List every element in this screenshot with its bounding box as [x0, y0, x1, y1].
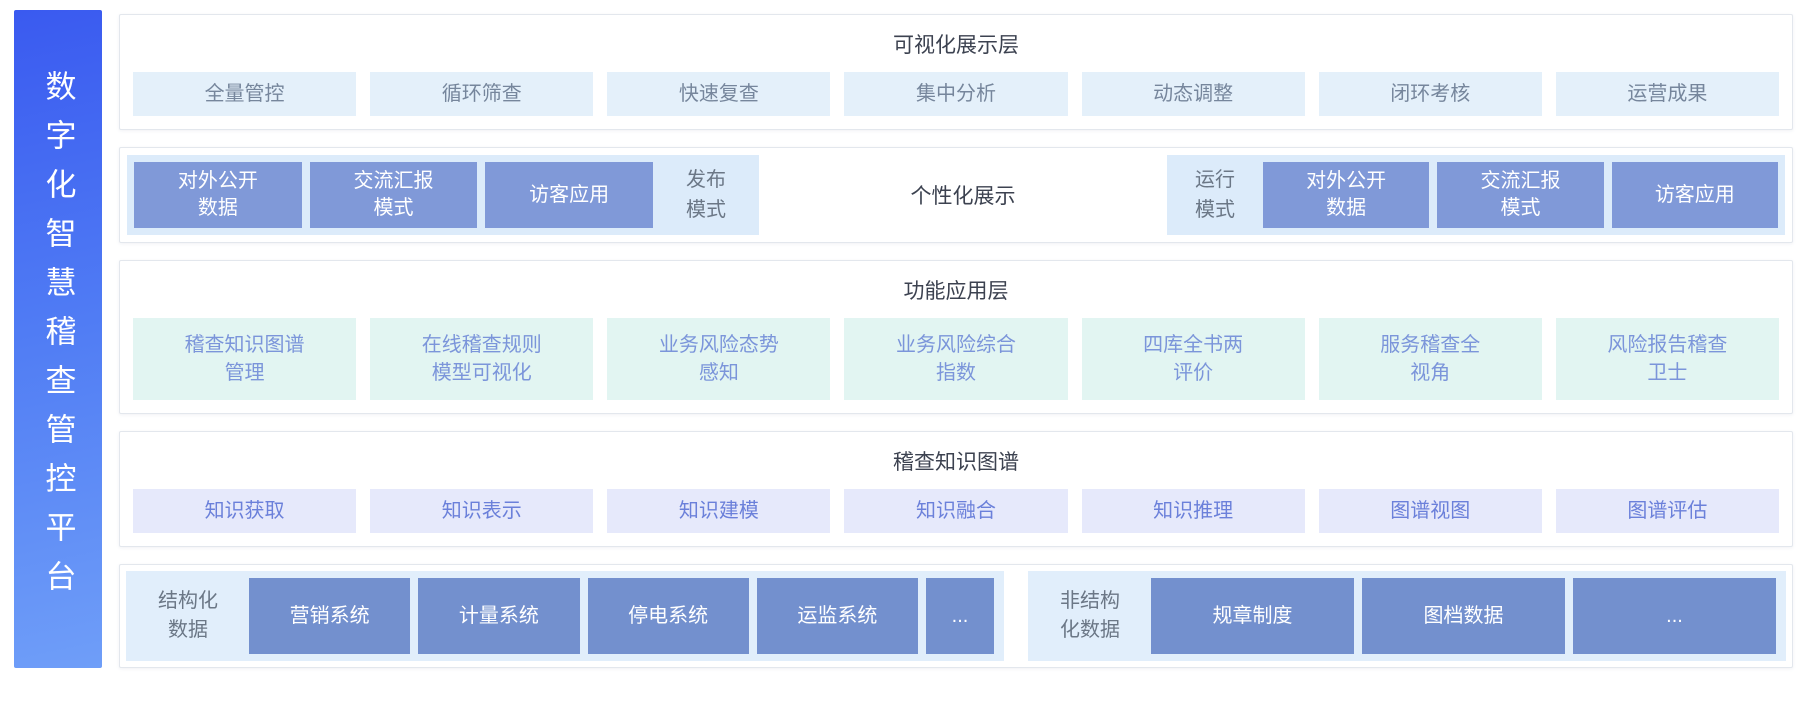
layer-function-application: 功能应用层 稽查知识图谱 管理在线稽查规则 模型可视化业务风险态势 感知业务风险… — [119, 260, 1793, 414]
structured-data-items: 营销系统计量系统停电系统运监系统... — [249, 578, 994, 654]
publish-mode-items: 对外公开 数据交流汇报 模式访客应用 — [134, 162, 654, 228]
knowledge-graph-item: 知识推理 — [1081, 489, 1305, 533]
knowledge-graph-item: 知识建模 — [607, 489, 831, 533]
function-items: 稽查知识图谱 管理在线稽查规则 模型可视化业务风险态势 感知业务风险综合 指数四… — [133, 318, 1779, 400]
platform-title-bar: 数字化智慧稽查管控平台 — [14, 10, 102, 668]
function-item: 风险报告稽查 卫士 — [1555, 318, 1779, 400]
function-item: 业务风险态势 感知 — [607, 318, 831, 400]
architecture-diagram: 数字化智慧稽查管控平台 可视化展示层 全量管控循环筛查快速复查集中分析动态调整闭… — [14, 10, 1793, 668]
unstructured-data-items: 规章制度图档数据... — [1151, 578, 1776, 654]
run-mode-label: 运行 模式 — [1195, 169, 1235, 221]
publish-mode-box: 访客应用 — [485, 162, 654, 228]
knowledge-graph-item: 知识表示 — [370, 489, 594, 533]
visualization-item: 动态调整 — [1081, 72, 1305, 116]
layer-knowledge-graph: 稽查知识图谱 知识获取知识表示知识建模知识融合知识推理图谱视图图谱评估 — [119, 431, 1793, 547]
knowledge-graph-item: 知识获取 — [133, 489, 357, 533]
run-mode-group: 运行 模式 对外公开 数据交流汇报 模式访客应用 — [1167, 155, 1785, 235]
unstructured-data-box: ... — [1573, 578, 1776, 654]
visualization-item: 运营成果 — [1555, 72, 1779, 116]
function-item: 四库全书两 评价 — [1081, 318, 1305, 400]
unstructured-data-box: 规章制度 — [1151, 578, 1354, 654]
function-item: 服务稽查全 视角 — [1318, 318, 1542, 400]
visualization-item: 闭环考核 — [1318, 72, 1542, 116]
publish-mode-box: 交流汇报 模式 — [309, 162, 478, 228]
platform-title: 数字化智慧稽查管控平台 — [40, 69, 76, 609]
run-mode-items: 对外公开 数据交流汇报 模式访客应用 — [1263, 162, 1778, 228]
publish-mode-box: 对外公开 数据 — [134, 162, 302, 228]
unstructured-data-group: 非结构 化数据 规章制度图档数据... — [1028, 571, 1786, 661]
visualization-item: 集中分析 — [844, 72, 1068, 116]
layers-column: 可视化展示层 全量管控循环筛查快速复查集中分析动态调整闭环考核运营成果 对外公开… — [119, 10, 1793, 668]
visualization-item: 循环筛查 — [370, 72, 594, 116]
structured-data-label: 结构化 数据 — [158, 590, 218, 641]
layer-visualization-title: 可视化展示层 — [893, 34, 1019, 57]
layer-visualization: 可视化展示层 全量管控循环筛查快速复查集中分析动态调整闭环考核运营成果 — [119, 14, 1793, 130]
visualization-items: 全量管控循环筛查快速复查集中分析动态调整闭环考核运营成果 — [133, 72, 1779, 116]
structured-data-box: 营销系统 — [249, 578, 411, 654]
publish-mode-group: 对外公开 数据交流汇报 模式访客应用 发布 模式 — [127, 155, 759, 235]
layer-function-title: 功能应用层 — [903, 280, 1009, 303]
layer-knowledge-graph-title: 稽查知识图谱 — [893, 451, 1019, 474]
structured-data-box: 运监系统 — [756, 578, 918, 654]
structured-data-box: 停电系统 — [587, 578, 749, 654]
function-item: 稽查知识图谱 管理 — [133, 318, 357, 400]
run-mode-box: 对外公开 数据 — [1263, 162, 1430, 228]
visualization-item: 全量管控 — [133, 72, 357, 116]
personalized-display-label: 个性化展示 — [910, 185, 1016, 208]
unstructured-data-label: 非结构 化数据 — [1060, 590, 1120, 641]
unstructured-data-box: 图档数据 — [1362, 578, 1565, 654]
structured-data-group: 结构化 数据 营销系统计量系统停电系统运监系统... — [126, 571, 1004, 661]
function-item: 业务风险综合 指数 — [844, 318, 1068, 400]
structured-data-box: ... — [926, 578, 994, 654]
run-mode-box: 交流汇报 模式 — [1437, 162, 1604, 228]
knowledge-graph-items: 知识获取知识表示知识建模知识融合知识推理图谱视图图谱评估 — [133, 489, 1779, 533]
knowledge-graph-item: 知识融合 — [844, 489, 1068, 533]
function-item: 在线稽查规则 模型可视化 — [370, 318, 594, 400]
visualization-item: 快速复查 — [607, 72, 831, 116]
structured-data-box: 计量系统 — [418, 578, 580, 654]
knowledge-graph-item: 图谱评估 — [1555, 489, 1779, 533]
knowledge-graph-item: 图谱视图 — [1318, 489, 1542, 533]
publish-mode-label: 发布 模式 — [686, 169, 726, 221]
layer-display-modes: 对外公开 数据交流汇报 模式访客应用 发布 模式 个性化展示 运行 模式 对外公… — [119, 147, 1793, 243]
run-mode-box: 访客应用 — [1611, 162, 1778, 228]
layer-data-sources: 结构化 数据 营销系统计量系统停电系统运监系统... 非结构 化数据 规章制度图… — [119, 564, 1793, 668]
